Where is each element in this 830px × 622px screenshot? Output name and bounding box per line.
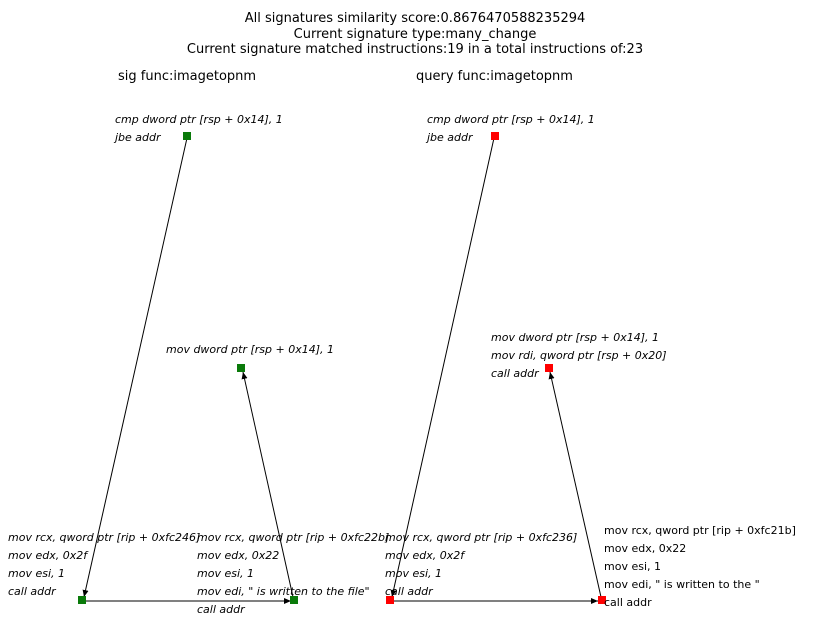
query-node-call1[interactable] xyxy=(386,596,394,604)
instruction-line: mov esi, 1 xyxy=(197,567,254,580)
sig-block-cmp: cmp dword ptr [rsp + 0x14], 1 jbe addr xyxy=(115,111,283,147)
query-node-mov[interactable] xyxy=(545,364,553,372)
sig-node-call1[interactable] xyxy=(78,596,86,604)
instruction-line: mov esi, 1 xyxy=(604,560,661,573)
instruction-line: mov edx, 0x22 xyxy=(197,549,280,562)
query-edge-cmp-to-call1 xyxy=(390,137,495,598)
sig-node-call2[interactable] xyxy=(290,596,298,604)
instruction-line: mov edx, 0x2f xyxy=(385,549,465,562)
query-node-call2[interactable] xyxy=(598,596,606,604)
query-func-title: query func:imagetopnm xyxy=(416,69,573,84)
sig-node-cmp[interactable] xyxy=(183,132,191,140)
query-block-call1: mov rcx, qword ptr [rip + 0xfc236] mov e… xyxy=(385,529,577,601)
instruction-line: mov rdi, qword ptr [rsp + 0x20] xyxy=(491,349,667,362)
query-node-cmp[interactable] xyxy=(491,132,499,140)
sig-node-mov[interactable] xyxy=(237,364,245,372)
instruction-line: mov edx, 0x22 xyxy=(604,542,687,555)
instruction-line: call addr xyxy=(8,585,56,598)
sig-block-mov: mov dword ptr [rsp + 0x14], 1 xyxy=(166,341,334,359)
instruction-line: mov esi, 1 xyxy=(385,567,442,580)
instruction-line: mov rcx, qword ptr [rip + 0xfc236] xyxy=(385,531,578,544)
instruction-line: mov rcx, qword ptr [rip + 0xfc22b] xyxy=(197,531,390,544)
sig-func-title: sig func:imagetopnm xyxy=(118,69,257,84)
instruction-line: call addr xyxy=(385,585,433,598)
instruction-line: mov dword ptr [rsp + 0x14], 1 xyxy=(491,331,660,344)
instruction-line: mov dword ptr [rsp + 0x14], 1 xyxy=(166,343,335,356)
instruction-line: mov edi, " is written to the file" xyxy=(197,585,370,598)
instruction-line: call addr xyxy=(604,596,652,609)
similarity-score: All signatures similarity score:0.867647… xyxy=(244,11,586,26)
sig-edge-call2-to-mov xyxy=(241,371,294,598)
query-block-mov: mov dword ptr [rsp + 0x14], 1 mov rdi, q… xyxy=(491,329,667,383)
query-block-call2: mov rcx, qword ptr [rip + 0xfc21b] mov e… xyxy=(604,522,796,612)
query-edge-call2-to-mov xyxy=(548,371,602,598)
instruction-line: mov edx, 0x2f xyxy=(8,549,88,562)
instruction-line: jbe addr xyxy=(427,131,473,144)
instruction-line: call addr xyxy=(197,603,245,616)
instruction-line: mov rcx, qword ptr [rip + 0xfc21b] xyxy=(604,524,796,537)
instruction-line: mov esi, 1 xyxy=(8,567,65,580)
sig-edge-cmp-to-call1 xyxy=(82,137,188,598)
instruction-line: cmp dword ptr [rsp + 0x14], 1 xyxy=(427,113,595,126)
instruction-line: cmp dword ptr [rsp + 0x14], 1 xyxy=(115,113,283,126)
instruction-line: mov edi, " is written to the " xyxy=(604,578,760,591)
signature-type: Current signature type:many_change xyxy=(293,27,537,42)
sig-block-call2: mov rcx, qword ptr [rip + 0xfc22b] mov e… xyxy=(197,529,389,619)
instruction-line: jbe addr xyxy=(115,131,161,144)
instruction-line: call addr xyxy=(491,367,539,380)
sig-block-call1: mov rcx, qword ptr [rip + 0xfc246] mov e… xyxy=(8,529,200,601)
query-block-cmp: cmp dword ptr [rsp + 0x14], 1 jbe addr xyxy=(427,111,595,147)
instruction-line: mov rcx, qword ptr [rip + 0xfc246] xyxy=(8,531,201,544)
matched-instructions: Current signature matched instructions:1… xyxy=(186,42,644,57)
